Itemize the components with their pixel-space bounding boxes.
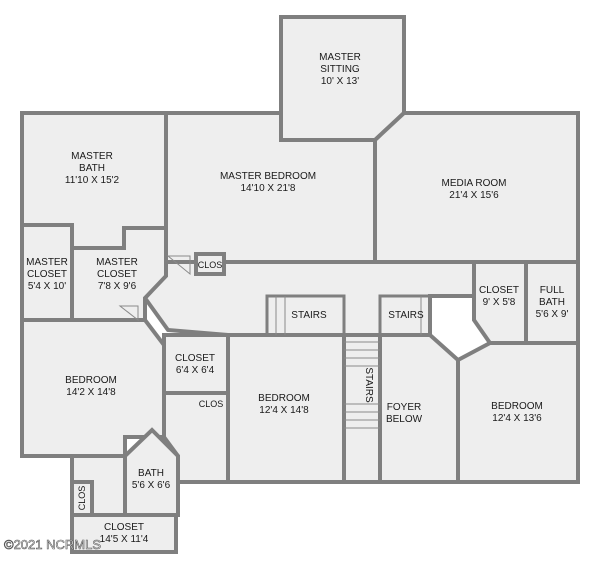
stairs-right-treads	[378, 294, 432, 337]
label-closet-bottom: CLOSET 14'5 X 11'4	[100, 522, 149, 545]
room-closet-mid	[162, 333, 230, 395]
svg-text:MEDIA ROOM: MEDIA ROOM	[441, 178, 506, 189]
svg-text:MASTER BEDROOM: MASTER BEDROOM	[220, 171, 316, 182]
svg-text:MASTER: MASTER	[71, 151, 113, 162]
label-closet-right: CLOSET 9' X 5'8	[479, 285, 519, 308]
label-clos-1: CLOS	[198, 260, 223, 270]
svg-text:BELOW: BELOW	[386, 414, 423, 425]
stairs-left-treads	[265, 294, 346, 337]
svg-text:14'10 X 21'8: 14'10 X 21'8	[241, 183, 296, 194]
svg-text:5'6 X 9': 5'6 X 9'	[536, 309, 569, 320]
svg-text:MASTER: MASTER	[26, 257, 68, 268]
svg-text:9' X 5'8: 9' X 5'8	[483, 297, 516, 308]
label-master-sitting: MASTER SITTING 10' X 13'	[319, 52, 361, 87]
watermark: ©2021 NCRMLS	[4, 537, 101, 552]
svg-text:14'2 X 14'8: 14'2 X 14'8	[66, 387, 116, 398]
room-bedroom-left	[20, 318, 166, 458]
label-bath: BATH 5'6 X 6'6	[132, 468, 171, 491]
svg-text:CLOSET: CLOSET	[175, 353, 215, 364]
svg-text:FULL: FULL	[540, 285, 565, 296]
svg-text:CLOSET: CLOSET	[27, 269, 67, 280]
label-clos-2: CLOS	[199, 399, 224, 409]
svg-text:BATH: BATH	[138, 468, 164, 479]
svg-text:MASTER: MASTER	[96, 257, 138, 268]
svg-text:BEDROOM: BEDROOM	[258, 393, 310, 404]
svg-text:BATH: BATH	[539, 297, 565, 308]
small-stair-markers	[118, 255, 191, 322]
svg-text:CLOSET: CLOSET	[104, 522, 144, 533]
svg-text:5'6 X 6'6: 5'6 X 6'6	[132, 480, 171, 491]
svg-text:21'4 X 15'6: 21'4 X 15'6	[449, 190, 499, 201]
label-master-bath: MASTER BATH 11'10 X 15'2	[65, 151, 120, 186]
svg-text:12'4 X 14'8: 12'4 X 14'8	[259, 405, 309, 416]
svg-text:SITTING: SITTING	[320, 64, 360, 75]
svg-text:11'10 X 15'2: 11'10 X 15'2	[65, 175, 120, 186]
svg-text:MASTER: MASTER	[319, 52, 361, 63]
label-bedroom-right: BEDROOM 12'4 X 13'6	[491, 401, 543, 424]
label-foyer: FOYER BELOW	[386, 402, 423, 425]
svg-text:FOYER: FOYER	[387, 402, 421, 413]
label-closet-mid: CLOSET 6'4 X 6'4	[175, 353, 215, 376]
label-bedroom-left: BEDROOM 14'2 X 14'8	[65, 375, 117, 398]
label-media-room: MEDIA ROOM 21'4 X 15'6	[441, 178, 506, 201]
room-bedroom-right	[456, 341, 580, 484]
room-closet-bottom	[70, 513, 178, 554]
svg-text:7'8 X 9'6: 7'8 X 9'6	[98, 281, 137, 292]
label-bedroom-center: BEDROOM 12'4 X 14'8	[258, 393, 310, 416]
svg-text:5'4 X 10': 5'4 X 10'	[28, 281, 66, 292]
svg-text:6'4 X 6'4: 6'4 X 6'4	[176, 365, 215, 376]
svg-text:BEDROOM: BEDROOM	[491, 401, 543, 412]
svg-text:12'4 X 13'6: 12'4 X 13'6	[492, 413, 542, 424]
label-master-closet-2: MASTER CLOSET 7'8 X 9'6	[96, 257, 138, 292]
label-stairs-right: STAIRS	[388, 310, 424, 321]
svg-text:BEDROOM: BEDROOM	[65, 375, 117, 386]
room-stair-well	[342, 333, 382, 484]
stairs-vertical-treads	[344, 341, 380, 429]
svg-text:CLOSET: CLOSET	[97, 269, 137, 280]
svg-text:10' X 13': 10' X 13'	[321, 76, 359, 87]
label-stairs-left: STAIRS	[291, 310, 327, 321]
svg-text:CLOSET: CLOSET	[479, 285, 519, 296]
label-full-bath: FULL BATH 5'6 X 9'	[536, 285, 569, 320]
label-master-bedroom: MASTER BEDROOM 14'10 X 21'8	[220, 171, 316, 194]
room-clos-1	[194, 252, 226, 276]
label-clos-3: CLOS	[77, 486, 87, 511]
svg-text:BATH: BATH	[79, 163, 105, 174]
label-master-closet-1: MASTER CLOSET 5'4 X 10'	[26, 257, 68, 292]
svg-text:14'5 X 11'4: 14'5 X 11'4	[100, 534, 149, 545]
label-stairs-vertical: STAIRS	[363, 367, 374, 403]
